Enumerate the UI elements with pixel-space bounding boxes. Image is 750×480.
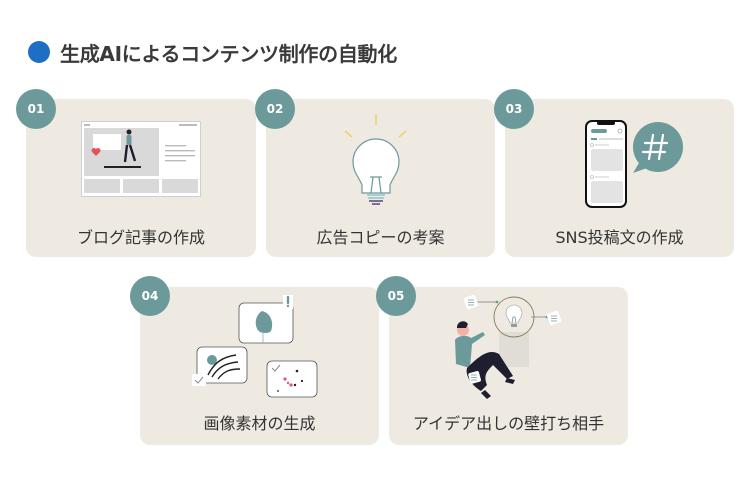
card-label: 広告コピーの考案: [316, 228, 445, 247]
number-badge: 04: [130, 276, 170, 316]
smartphone-hashtag-illustration: [585, 120, 683, 208]
person-idea-illustration: [455, 294, 562, 399]
blog-page-illustration: [81, 121, 201, 197]
card-image-assets: 画像素材の生成: [140, 287, 379, 445]
card-idea-brainstorm: アイデア出しの壁打ち相手: [389, 287, 628, 445]
card-label: 画像素材の生成: [203, 414, 316, 433]
bullet-dot-icon: [28, 41, 50, 63]
card-label: ブログ記事の作成: [76, 228, 205, 247]
page-title: 生成AIによるコンテンツ制作の自動化: [28, 38, 397, 66]
number-badge: 01: [16, 89, 56, 129]
image-cards-illustration: [192, 295, 318, 398]
page-title-text: 生成AIによるコンテンツ制作の自動化: [60, 41, 397, 66]
number-badge: 03: [494, 89, 534, 129]
card-ad-copy: 広告コピーの考案: [266, 99, 495, 257]
card-blog: ブログ記事の作成: [26, 99, 256, 257]
card-label: SNS投稿文の作成: [555, 228, 684, 247]
number-badge: 05: [376, 276, 416, 316]
number-badge: 02: [255, 89, 295, 129]
lightbulb-illustration: [344, 114, 407, 205]
card-label: アイデア出しの壁打ち相手: [412, 414, 605, 433]
card-sns-post: SNS投稿文の作成: [505, 99, 734, 257]
